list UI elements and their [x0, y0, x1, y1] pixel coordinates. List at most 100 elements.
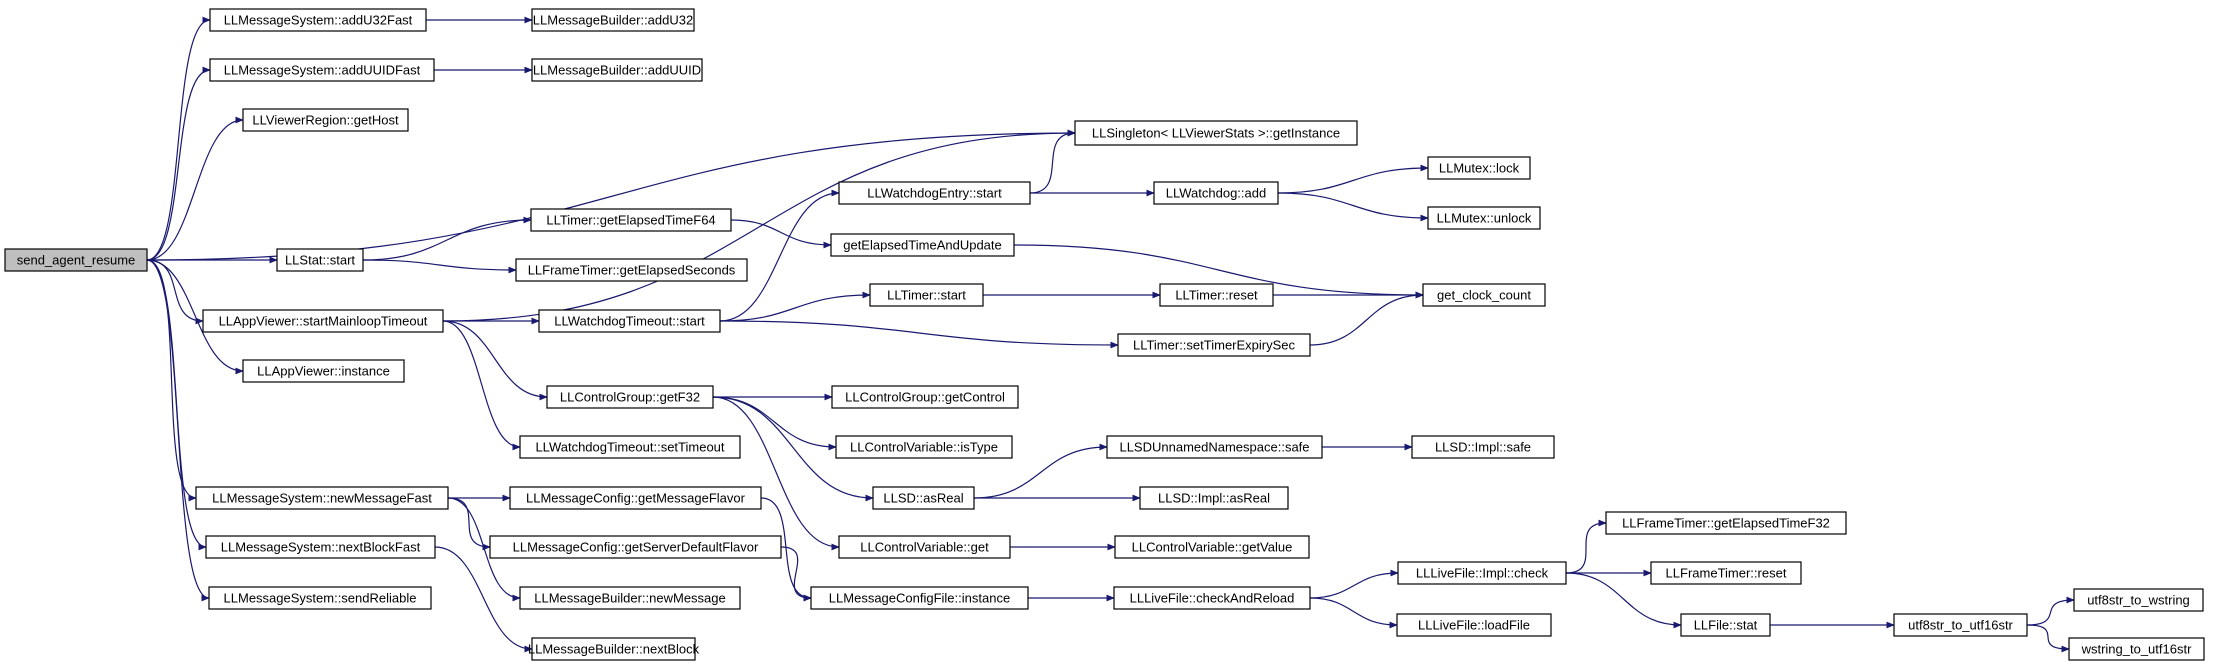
node-label: wstring_to_utf16str — [2081, 642, 2193, 657]
node-label: LLSD::asReal — [883, 491, 963, 506]
node-label: LLMessageSystem::newMessageFast — [212, 491, 432, 506]
node-wdt_setTimeout[interactable]: LLWatchdogTimeout::setTimeout — [519, 435, 741, 459]
node-box — [2068, 637, 2205, 661]
node-vr_getHost[interactable]: LLViewerRegion::getHost — [242, 108, 409, 132]
node-ms_addU32Fast[interactable]: LLMessageSystem::addU32Fast — [209, 8, 427, 32]
node-ms_nextBlockFast[interactable]: LLMessageSystem::nextBlockFast — [205, 535, 436, 559]
edge-wdt_start-to-wde_start — [719, 189, 840, 322]
node-label: LLLiveFile::Impl::check — [1416, 566, 1549, 581]
node-label: LLTimer::setTimerExpirySec — [1133, 338, 1296, 353]
node-ft_reset[interactable]: LLFrameTimer::reset — [1650, 561, 1802, 585]
node-box — [1113, 586, 1311, 610]
node-box — [1650, 561, 1802, 585]
node-mb_nextBlock[interactable]: LLMessageBuilder::nextBlock — [528, 637, 700, 661]
node-utf8str_to_utf16str[interactable]: utf8str_to_utf16str — [1893, 613, 2028, 637]
node-getElapsedTimeAndUpdate[interactable]: getElapsedTimeAndUpdate — [830, 233, 1015, 257]
node-box — [838, 535, 1011, 559]
node-sdun_safe[interactable]: LLSDUnnamedNamespace::safe — [1106, 435, 1323, 459]
node-label: LLSD::Impl::safe — [1435, 440, 1531, 455]
node-sdimpl_asReal[interactable]: LLSD::Impl::asReal — [1139, 486, 1289, 510]
node-label: LLControlVariable::getValue — [1132, 540, 1293, 555]
edge-stat_start-to-ft_getElapsedSeconds — [362, 259, 517, 274]
node-utf8str_to_wstring[interactable]: utf8str_to_wstring — [2073, 588, 2204, 612]
node-wdt_start[interactable]: LLWatchdogTimeout::start — [538, 309, 721, 333]
node-lf_loadFile[interactable]: LLLiveFile::loadFile — [1396, 613, 1552, 637]
node-box — [531, 58, 703, 82]
node-box — [531, 8, 695, 32]
edge-send_agent_resume-to-ms_addU32Fast — [146, 16, 211, 261]
node-cv_getValue[interactable]: LLControlVariable::getValue — [1114, 535, 1310, 559]
node-cg_getControl[interactable]: LLControlGroup::getControl — [831, 385, 1019, 409]
node-lf_checkAndReload[interactable]: LLLiveFile::checkAndReload — [1113, 586, 1311, 610]
node-wstring_to_utf16str[interactable]: wstring_to_utf16str — [2068, 637, 2205, 661]
node-label: LLTimer::getElapsedTimeF64 — [546, 213, 715, 228]
node-cv_get[interactable]: LLControlVariable::get — [838, 535, 1011, 559]
node-label: LLAppViewer::startMainloopTimeout — [219, 314, 428, 329]
edge-wd_add-to-mutex_unlock — [1277, 192, 1429, 222]
node-box — [530, 208, 732, 232]
node-box — [202, 309, 444, 333]
node-label: LLMessageConfig::getServerDefaultFlavor — [513, 540, 759, 555]
node-cv_isType[interactable]: LLControlVariable::isType — [835, 435, 1013, 459]
edge-ms_nextBlockFast-to-mb_nextBlock — [434, 546, 533, 653]
node-timer_reset[interactable]: LLTimer::reset — [1159, 283, 1274, 307]
edge-send_agent_resume-to-av_startMainloopTimeout — [146, 259, 204, 325]
node-label: LLMessageSystem::sendReliable — [224, 591, 417, 606]
node-lfimpl_check[interactable]: LLLiveFile::Impl::check — [1397, 561, 1567, 585]
node-label: LLMessageSystem::addUUIDFast — [224, 63, 421, 78]
node-label: LLFrameTimer::reset — [1666, 566, 1787, 581]
edge-lfimpl_check-to-ft_getElapsedTimeF32 — [1565, 519, 1607, 574]
edge-wde_start-to-singleton_getInstance — [1029, 129, 1076, 194]
node-wd_add[interactable]: LLWatchdog::add — [1153, 181, 1279, 205]
node-cg_getF32[interactable]: LLControlGroup::getF32 — [546, 385, 714, 409]
node-timer_getElapsedTimeF64[interactable]: LLTimer::getElapsedTimeF64 — [530, 208, 732, 232]
node-box — [489, 535, 782, 559]
node-box — [872, 486, 975, 510]
edge-layer — [146, 16, 2075, 653]
node-box — [515, 258, 748, 282]
node-singleton_getInstance[interactable]: LLSingleton< LLViewerStats >::getInstanc… — [1074, 120, 1358, 146]
node-mb_addU32[interactable]: LLMessageBuilder::addU32 — [531, 8, 695, 32]
node-label: LLLiveFile::checkAndReload — [1130, 591, 1295, 606]
node-sdimpl_safe[interactable]: LLSD::Impl::safe — [1411, 435, 1555, 459]
node-send_agent_resume[interactable]: send_agent_resume — [4, 248, 148, 272]
node-box — [830, 233, 1015, 257]
node-box — [1117, 333, 1311, 357]
node-box — [1114, 535, 1310, 559]
node-label: LLMessageSystem::addU32Fast — [224, 13, 413, 28]
node-ms_addUUIDFast[interactable]: LLMessageSystem::addUUIDFast — [209, 58, 435, 82]
node-mb_newMessage[interactable]: LLMessageBuilder::newMessage — [519, 586, 741, 610]
node-label: LLTimer::start — [887, 288, 966, 303]
node-wde_start[interactable]: LLWatchdogEntry::start — [838, 181, 1031, 205]
node-mcf_instance[interactable]: LLMessageConfigFile::instance — [810, 586, 1029, 610]
node-label: utf8str_to_wstring — [2087, 593, 2190, 608]
node-mutex_lock[interactable]: LLMutex::lock — [1427, 156, 1531, 180]
node-ms_sendReliable[interactable]: LLMessageSystem::sendReliable — [208, 586, 432, 610]
node-label: LLMessageConfig::getMessageFlavor — [526, 491, 746, 506]
node-av_startMainloopTimeout[interactable]: LLAppViewer::startMainloopTimeout — [202, 309, 444, 333]
node-box — [1411, 435, 1555, 459]
node-label: LLAppViewer::instance — [257, 364, 390, 379]
node-timer_start[interactable]: LLTimer::start — [869, 283, 984, 307]
node-timer_setTimerExpirySec[interactable]: LLTimer::setTimerExpirySec — [1117, 333, 1311, 357]
node-av_instance[interactable]: LLAppViewer::instance — [242, 359, 405, 383]
node-ft_getElapsedSeconds[interactable]: LLFrameTimer::getElapsedSeconds — [515, 258, 748, 282]
node-stat_start[interactable]: LLStat::start — [276, 248, 364, 272]
node-mc_getMessageFlavor[interactable]: LLMessageConfig::getMessageFlavor — [509, 486, 762, 510]
node-get_clock_count[interactable]: get_clock_count — [1422, 283, 1546, 307]
node-label: LLWatchdogTimeout::setTimeout — [535, 440, 724, 455]
node-label: LLMessageBuilder::newMessage — [534, 591, 726, 606]
node-ms_newMessageFast[interactable]: LLMessageSystem::newMessageFast — [195, 486, 449, 510]
node-label: LLMutex::unlock — [1437, 211, 1532, 226]
node-file_stat[interactable]: LLFile::stat — [1680, 613, 1771, 637]
node-box — [2073, 588, 2204, 612]
edge-wdt_start-to-timer_setTimerExpirySec — [719, 320, 1119, 349]
node-box — [838, 181, 1031, 205]
node-mb_addUUID[interactable]: LLMessageBuilder::addUUID — [531, 58, 703, 82]
node-mutex_unlock[interactable]: LLMutex::unlock — [1427, 206, 1541, 230]
node-ft_getElapsedTimeF32[interactable]: LLFrameTimer::getElapsedTimeF32 — [1605, 511, 1847, 535]
node-box — [1893, 613, 2028, 637]
node-sd_asReal[interactable]: LLSD::asReal — [872, 486, 975, 510]
node-mc_getServerDefaultFlavor[interactable]: LLMessageConfig::getServerDefaultFlavor — [489, 535, 782, 559]
